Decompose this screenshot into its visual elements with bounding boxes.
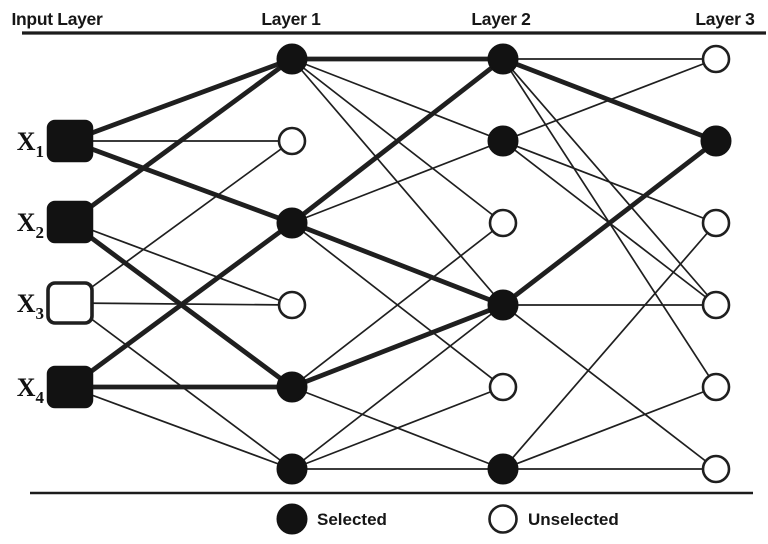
- legend-unselected-icon: [488, 504, 518, 534]
- input-node-x2: [46, 200, 94, 244]
- layer3-node-c4-unselected: [701, 290, 731, 320]
- layer3-node-c3-unselected: [701, 208, 731, 238]
- edge-b4-c6: [502, 304, 717, 470]
- layer1-node-a5-selected: [276, 371, 308, 403]
- edge-x1-a1: [69, 56, 293, 144]
- edge-x4-a3: [68, 221, 294, 389]
- edge-a3-b1: [290, 57, 505, 225]
- edge-b2-c3: [502, 140, 717, 224]
- header-layer-3: Layer 3: [695, 9, 755, 29]
- edge-b6-c3: [502, 222, 717, 470]
- edge-x1-a3: [69, 138, 293, 226]
- edge-x3-a2: [69, 140, 293, 304]
- layer1-node-a2-unselected: [277, 126, 307, 156]
- layer2-node-b6-selected: [487, 453, 519, 485]
- edge-x2-a4: [69, 221, 293, 306]
- legend-selected-icon: [276, 503, 308, 535]
- input-label-x1: X1: [17, 127, 44, 161]
- edge-a5-b4: [291, 302, 504, 390]
- layer2-node-b4-selected: [487, 289, 519, 321]
- edge-x4-a6: [69, 386, 293, 470]
- legend-unselected-label: Unselected: [528, 510, 619, 529]
- input-node-x4: [46, 365, 94, 409]
- edges-group: [68, 56, 718, 470]
- layer2-node-b5-unselected: [488, 372, 518, 402]
- edge-a3-b4: [291, 220, 504, 308]
- legend-selected-label: Selected: [317, 510, 387, 529]
- edge-b6-c5: [502, 386, 717, 470]
- input-node-x1: [46, 119, 94, 163]
- edge-a3-b2: [291, 140, 504, 224]
- legend: Selected Unselected: [276, 503, 619, 535]
- edge-b4-c2: [501, 139, 718, 307]
- header-layer-2: Layer 2: [471, 9, 531, 29]
- edge-x2-a1: [68, 57, 294, 224]
- input-node-x3: [46, 281, 94, 325]
- edge-b2-c1: [502, 58, 717, 142]
- header-layer-1: Layer 1: [261, 9, 321, 29]
- edge-a5-b3: [291, 222, 504, 388]
- layer2-node-b2-selected: [487, 125, 519, 157]
- edge-a1-b2: [291, 58, 504, 142]
- input-label-x2: X2: [17, 208, 44, 242]
- layer3-node-c1-unselected: [701, 44, 731, 74]
- layer1-node-a6-selected: [276, 453, 308, 485]
- layer3-node-c2-selected: [700, 125, 732, 157]
- header-input-layer: Input Layer: [11, 9, 103, 29]
- edge-a6-b4: [291, 304, 504, 470]
- layer2-node-b1-selected: [487, 43, 519, 75]
- layer1-node-a4-unselected: [277, 290, 307, 320]
- edge-a6-b5: [291, 386, 504, 470]
- layer2-node-b3-unselected: [488, 208, 518, 238]
- layer3-node-c5-unselected: [701, 372, 731, 402]
- layer1-node-a1-selected: [276, 43, 308, 75]
- layer3-node-c6-unselected: [701, 454, 731, 484]
- input-label-x4: X4: [17, 373, 45, 407]
- input-label-x3: X3: [17, 289, 44, 323]
- layer1-node-a3-selected: [276, 207, 308, 239]
